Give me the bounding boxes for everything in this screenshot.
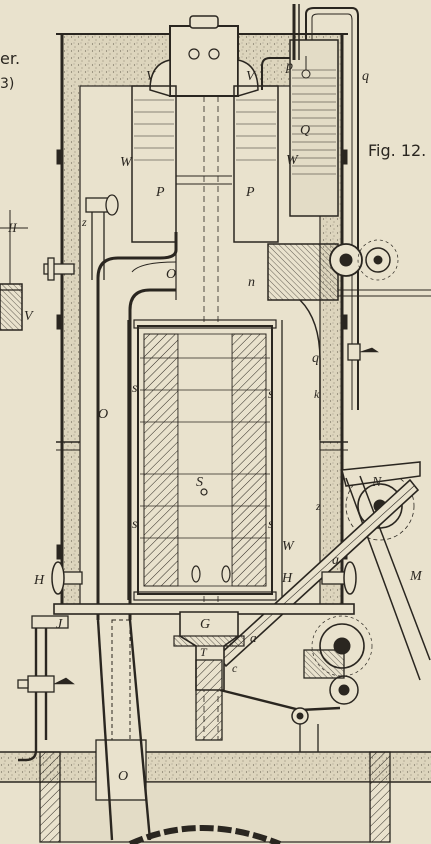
label-s-2: s — [268, 387, 274, 402]
label-H-right: H — [281, 571, 293, 586]
label-O-mid: O — [166, 267, 176, 282]
label-c: c — [232, 661, 238, 675]
figure-title: Fig. 12. — [368, 141, 426, 160]
label-P-left: P — [155, 185, 165, 200]
label-W-lower: W — [282, 539, 295, 554]
base-structure — [0, 603, 431, 844]
label-z-upper: z — [81, 215, 87, 229]
pipe-J — [17, 615, 75, 762]
label-a-2: a — [250, 630, 257, 645]
edge-label-v: V — [24, 309, 34, 324]
label-J: J — [56, 617, 63, 632]
vessel-Q — [261, 4, 359, 410]
label-T: T — [200, 645, 208, 659]
label-s-4: s — [268, 517, 274, 532]
pipe-O — [96, 232, 178, 620]
label-Q: Q — [300, 123, 310, 138]
diagram-labels: V V p q Q W W P P z O n O q s s s s k S … — [33, 59, 423, 784]
label-k: k — [314, 387, 320, 401]
label-z-mid: z — [315, 499, 321, 513]
label-W-upper-right: W — [286, 153, 299, 168]
label-n: n — [248, 275, 255, 290]
label-O-bottom: O — [118, 769, 128, 784]
column-neck — [149, 15, 259, 98]
main-column — [133, 319, 277, 601]
label-q: q — [362, 69, 369, 84]
edge-partial-ref: 3) — [0, 76, 14, 92]
label-V-left: V — [146, 69, 156, 84]
label-S: S — [196, 475, 203, 490]
handwheels — [51, 561, 357, 595]
column-rods — [127, 320, 283, 600]
label-s-3: s — [132, 517, 138, 532]
label-P-right: P — [245, 185, 255, 200]
pipes-P — [176, 175, 232, 185]
label-V-right: V — [246, 69, 256, 84]
gear-assembly-lower — [219, 615, 373, 780]
label-q-mid: q — [312, 351, 319, 366]
label-O-left: O — [98, 407, 108, 422]
label-N: N — [371, 475, 382, 490]
label-s-1: s — [132, 381, 138, 396]
pipe-z-upper — [85, 194, 119, 280]
label-G: G — [200, 617, 210, 632]
valve-left-upper — [43, 257, 75, 281]
gear-assembly-upper — [267, 239, 431, 440]
label-H-left: H — [33, 573, 45, 588]
label-W-upper-left: W — [120, 155, 133, 170]
label-p: p — [285, 59, 293, 74]
drive-frame — [216, 461, 431, 681]
partial-side-figure — [0, 210, 28, 331]
edge-partial-word: er. — [0, 49, 20, 68]
label-a-1: a — [332, 553, 339, 568]
edge-label-ii: II — [7, 220, 17, 235]
label-M: M — [409, 569, 423, 584]
